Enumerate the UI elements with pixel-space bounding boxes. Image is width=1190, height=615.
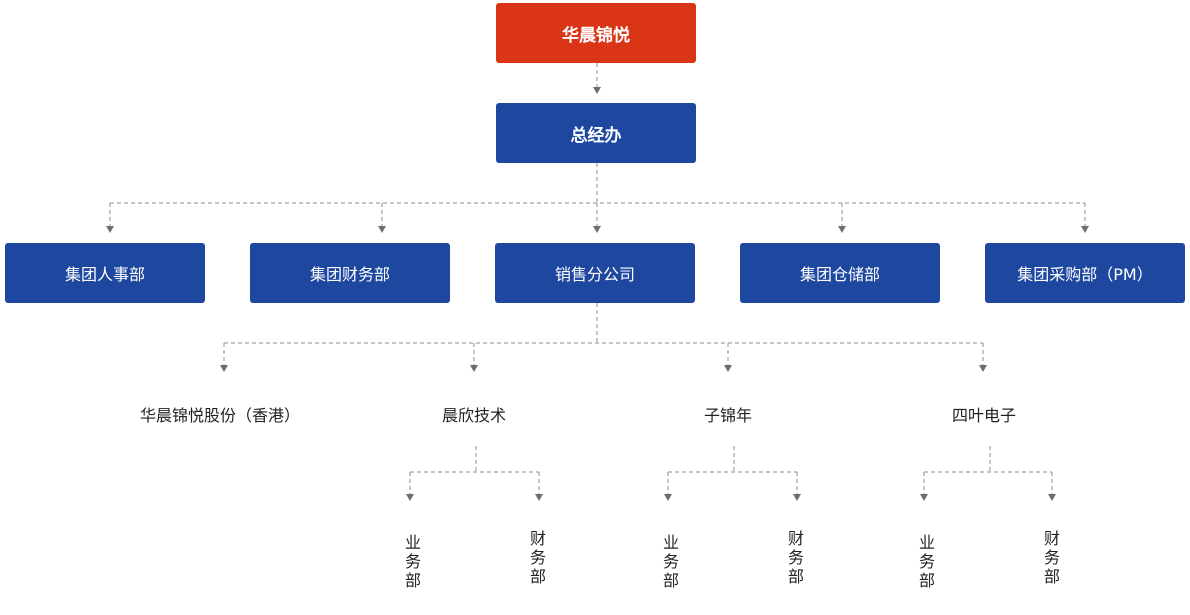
general-office-label: 总经办 xyxy=(570,125,622,146)
subsidiary-zijinnian-label: 子锦年 xyxy=(703,406,753,425)
sub-department-finance-label: 财务部 xyxy=(787,529,804,586)
sub-department-business-label: 业务部 xyxy=(404,533,421,590)
root-label: 华晨锦悦 xyxy=(562,25,630,46)
department-warehouse-node: 集团仓储部 xyxy=(740,243,940,303)
department-purchasing-node: 集团采购部（PM） xyxy=(985,243,1185,303)
sub-department-business-label: 业务部 xyxy=(662,533,679,590)
subsidiary-hk-label: 华晨锦悦股份（香港） xyxy=(139,406,301,425)
department-label: 销售分公司 xyxy=(554,265,635,284)
department-label: 集团仓储部 xyxy=(799,265,880,284)
general-office-node: 总经办 xyxy=(496,103,696,163)
department-hr-node: 集团人事部 xyxy=(5,243,205,303)
sub-department-finance-label: 财务部 xyxy=(1043,529,1060,586)
department-label: 集团采购部（PM） xyxy=(1017,265,1153,284)
department-label: 集团人事部 xyxy=(64,265,145,284)
sub-department-finance-label: 财务部 xyxy=(529,529,546,586)
root-node: 华晨锦悦 xyxy=(496,3,696,63)
department-finance-node: 集团财务部 xyxy=(250,243,450,303)
subsidiary-chenxin-label: 晨欣技术 xyxy=(441,406,507,425)
subsidiary-siye-label: 四叶电子 xyxy=(951,406,1017,425)
department-label: 集团财务部 xyxy=(309,265,390,284)
sub-department-business-label: 业务部 xyxy=(918,533,935,590)
department-sales-node: 销售分公司 xyxy=(495,243,695,303)
